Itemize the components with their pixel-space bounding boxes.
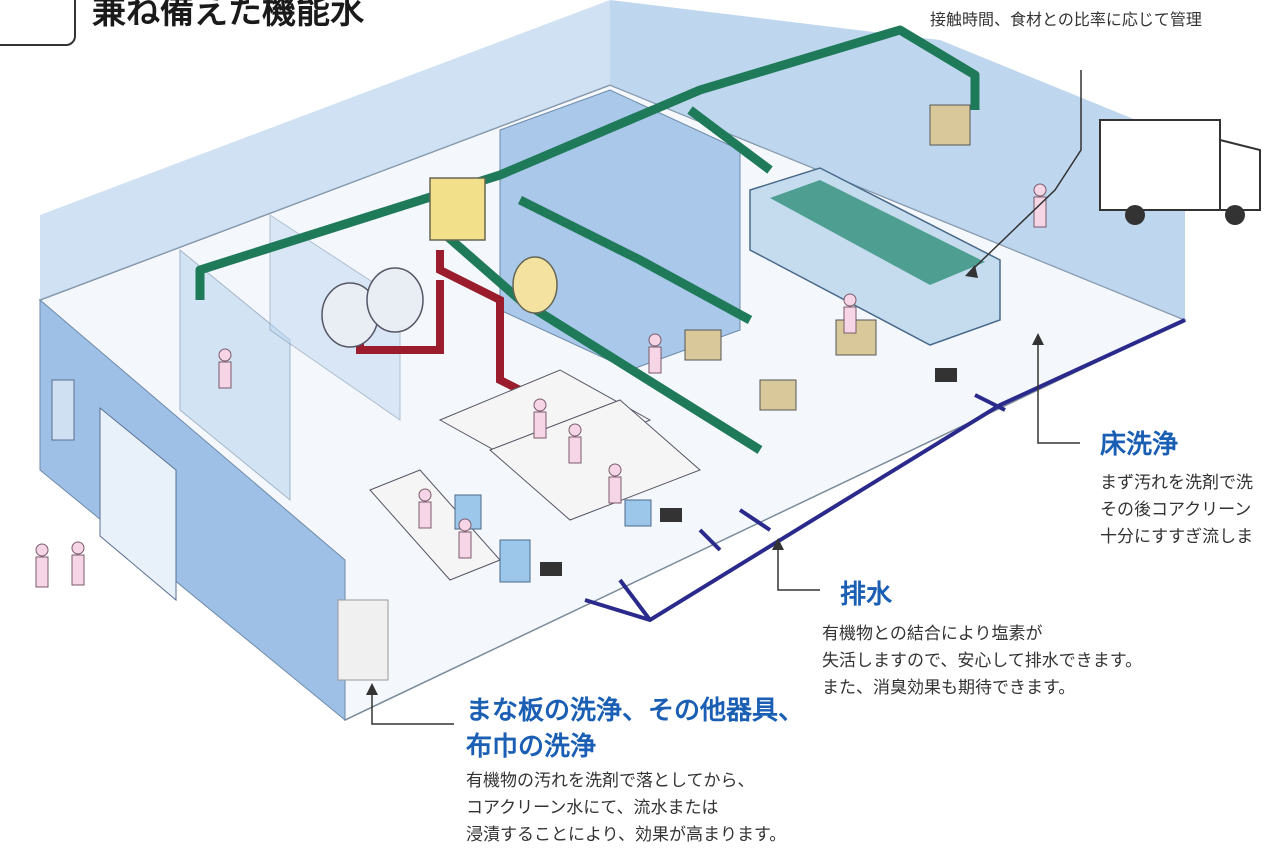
pipe-green-branch-2 (517, 195, 753, 324)
floor-cleaning-line-2: その後コアクリーン (1100, 500, 1252, 520)
drainage-line-1: 有機物との結合により塩素が (822, 624, 1043, 644)
back-wall-right (610, 0, 1185, 320)
crate (684, 329, 722, 361)
blue-box (624, 499, 652, 527)
crate (929, 104, 971, 146)
back-wall-left (40, 0, 610, 300)
storage-boxes (337, 599, 389, 681)
floor-drain (540, 562, 562, 576)
leader-board (371, 690, 454, 725)
leader-floor (1037, 340, 1080, 444)
pipe-green-main (195, 25, 980, 300)
drainage-heading: 排水 (840, 580, 893, 610)
board-cleaning-heading-line-2: 布巾の洗浄 (466, 732, 597, 762)
crate (759, 379, 797, 411)
floor-cleaning-line-3: 十分にすすぎ流しま (1100, 527, 1254, 547)
section-number-tab (0, 0, 76, 46)
tank-3 (512, 256, 558, 314)
truck-cab (1219, 138, 1261, 211)
doorway (99, 406, 177, 602)
truck-body (1099, 119, 1221, 211)
floor-drain (935, 368, 957, 382)
blue-box (499, 539, 531, 583)
pipe-green-branch-3 (687, 106, 773, 174)
floor-cleaning-heading: 床洗浄 (1100, 430, 1179, 460)
top-note: 接触時間、食材との比率に応じて管理 (930, 10, 1202, 29)
page-title: 兼ね備えた機能水 (92, 0, 364, 32)
drain-channel (584, 318, 1186, 623)
board-cleaning-line-2: コアクリーン水にて、流水または (466, 798, 719, 818)
tank-2 (366, 267, 424, 333)
leader-top-note (971, 70, 1082, 271)
floor-drain (660, 508, 682, 522)
board-cleaning-line-3: 浸漬することにより、効果が高まります。 (466, 825, 787, 845)
drainage-line-2: 失活しますので、安心して排水できます。 (822, 651, 1143, 671)
partition-1 (179, 248, 291, 502)
workers (35, 183, 1047, 588)
front-wall-left (39, 298, 346, 722)
floor-cleaning-line-1: まず汚れを洗剤で洗 (1100, 473, 1253, 493)
drainage-line-3: また、消臭効果も期待できます。 (822, 678, 1076, 698)
leader-drain (777, 545, 820, 591)
board-cleaning-heading-line-1: まな板の洗浄、その他器具、 (466, 696, 805, 726)
generator-unit (429, 177, 486, 241)
board-cleaning-line-1: 有機物の汚れを洗剤で落としてから、 (466, 771, 755, 791)
door-frame (51, 379, 75, 441)
